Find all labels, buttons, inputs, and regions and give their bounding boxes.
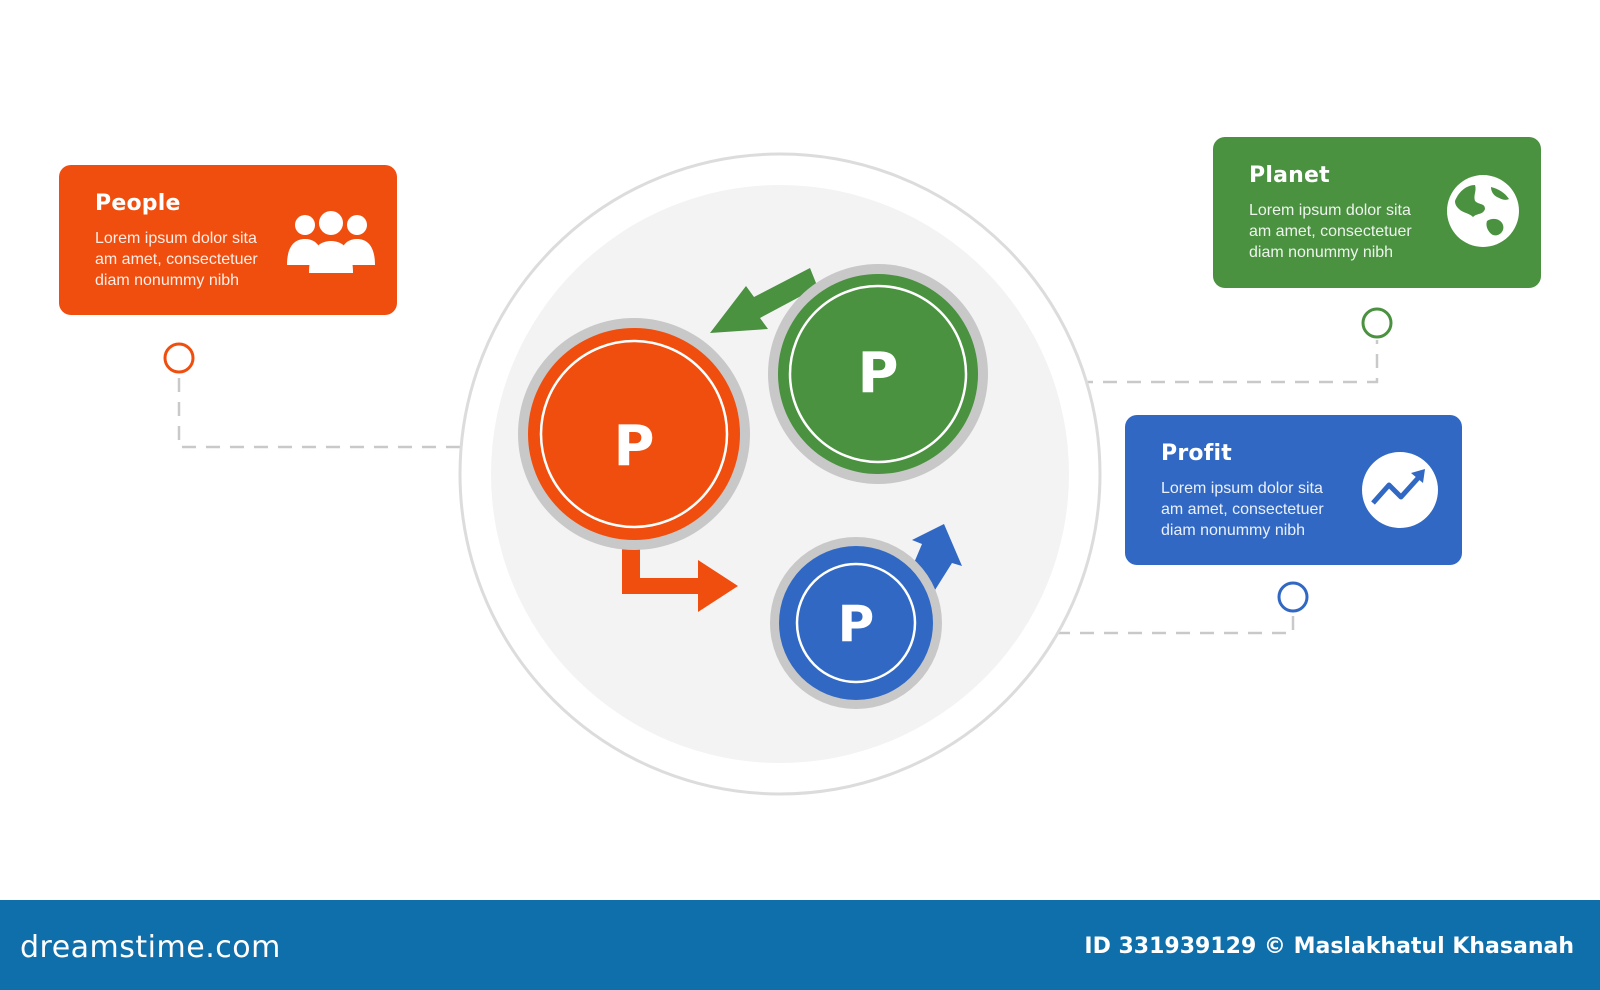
triple-bottom-line-diagram: P P P People Lorem ipsum dolor sita am a… [59, 137, 1541, 796]
planet-circle [768, 264, 988, 484]
profit-card-title: Profit [1161, 441, 1232, 466]
footer-brand: dreamstime.com [20, 930, 281, 965]
people-card: People Lorem ipsum dolor sita am amet, c… [59, 165, 397, 315]
planet-card-body: Lorem ipsum dolor sita am amet, consecte… [1249, 202, 1412, 261]
footer-credit: ID 331939129 © Maslakhatul Khasanah [1084, 934, 1574, 959]
people-card-title: People [95, 191, 181, 216]
planet-card-title: Planet [1249, 163, 1330, 188]
people-connector-line [177, 378, 478, 449]
diagram-canvas: P P P [163, 152, 1393, 796]
planet-circle-letter: P [857, 341, 898, 406]
planet-connector-line [1007, 340, 1379, 384]
people-connector-dot [163, 342, 195, 374]
people-arrow [622, 530, 738, 612]
people-icon [285, 211, 377, 280]
profit-card: Profit Lorem ipsum dolor sita am amet, c… [1125, 415, 1462, 565]
profit-connector-dot [1277, 581, 1309, 613]
profit-circle-letter: P [838, 595, 875, 653]
planet-connector-dot [1361, 307, 1393, 339]
planet-arrow [710, 268, 822, 333]
people-circle [518, 318, 750, 550]
profit-connector-line [1032, 612, 1295, 635]
profit-circle [770, 537, 942, 709]
profit-card-body: Lorem ipsum dolor sita am amet, consecte… [1161, 480, 1324, 539]
globe-icon [1445, 173, 1521, 254]
people-circle-letter: P [613, 414, 654, 479]
people-card-body: Lorem ipsum dolor sita am amet, consecte… [95, 230, 258, 289]
planet-card: Planet Lorem ipsum dolor sita am amet, c… [1213, 137, 1541, 288]
growth-chart-icon [1361, 451, 1439, 534]
watermark-footer: dreamstime.com ID 331939129 © Maslakhatu… [0, 900, 1600, 990]
